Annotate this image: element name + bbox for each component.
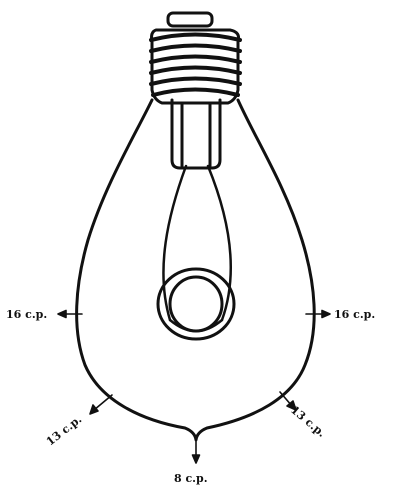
lamp-stem (172, 100, 220, 168)
arrow-bottom-head (193, 455, 200, 463)
base-threads (151, 35, 240, 96)
label-lower-right: 13 c.p. (288, 403, 328, 439)
arrow-right-side-head (322, 311, 330, 318)
label-right-side: 16 c.p. (334, 308, 375, 321)
label-bottom: 8 c.p. (174, 472, 208, 485)
arrow-left-side-head (58, 311, 66, 318)
filament (158, 166, 234, 339)
arrow-lower-left (94, 395, 112, 410)
label-lower-left: 13 c.p. (44, 413, 84, 449)
base-contact-cap (168, 13, 212, 26)
filament-coil-inner (170, 277, 222, 331)
label-left-side: 16 c.p. (6, 308, 47, 321)
arrow-lower-left-head (90, 405, 98, 414)
screw-base (151, 13, 240, 103)
